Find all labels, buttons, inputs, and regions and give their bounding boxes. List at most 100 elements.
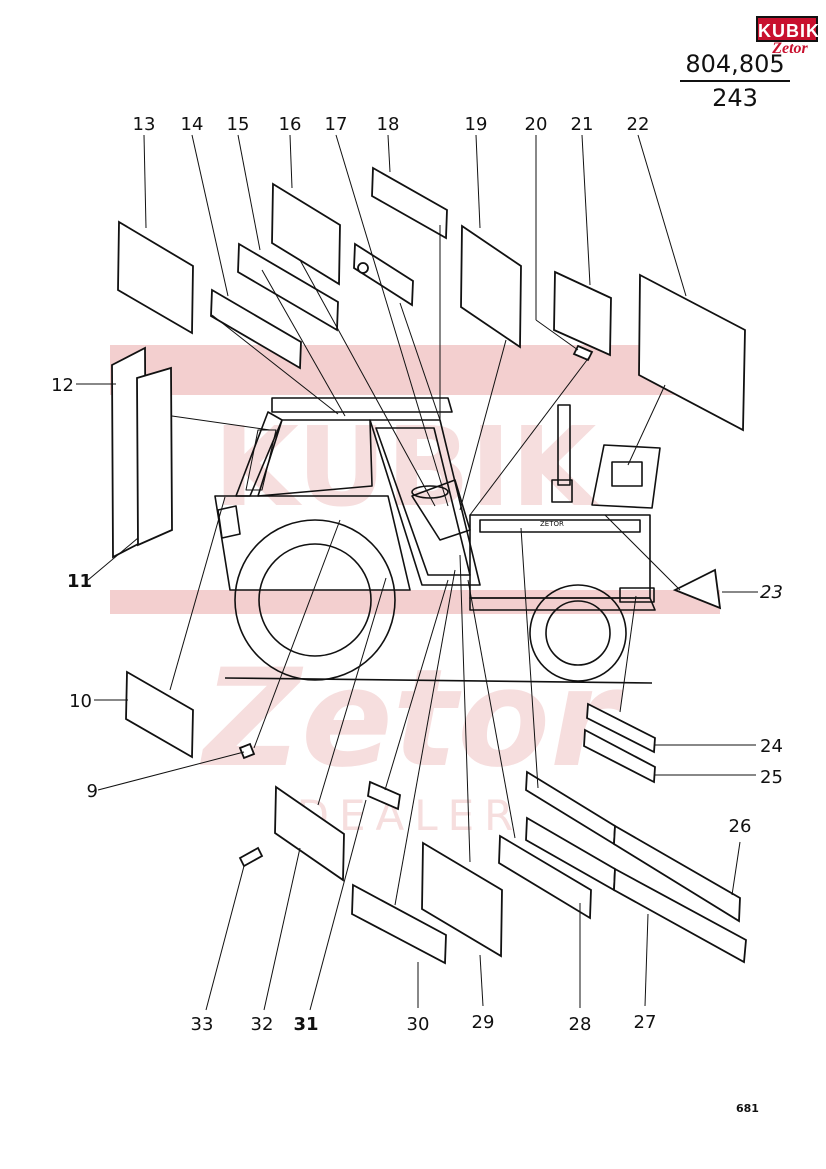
- open-window-decal: [611, 461, 643, 487]
- callout-25: 25: [760, 767, 783, 788]
- callout-19: 19: [465, 114, 488, 135]
- leader-28b: [467, 579, 516, 839]
- dealer-logo: KUBIK Zetor: [756, 16, 819, 60]
- callout-12: 12: [51, 375, 74, 396]
- exhaust-pipe: [557, 404, 571, 486]
- leader-21a: [581, 134, 591, 286]
- part-18-plate: [371, 166, 448, 240]
- callout-27: 27: [634, 1012, 657, 1033]
- leader-16a: [289, 134, 293, 189]
- part-28-plate: [498, 834, 592, 920]
- leader-14a: [191, 134, 229, 297]
- leader-31b: [384, 579, 449, 791]
- callout-18: 18: [377, 114, 400, 135]
- sheet-number: 243: [712, 84, 758, 112]
- leader-lines: [76, 134, 758, 1011]
- callout-11: 11: [67, 571, 92, 592]
- leader-24b: [619, 595, 637, 713]
- callout-16: 16: [279, 114, 302, 135]
- part-17-symbol-icon: [357, 262, 369, 274]
- air-filter: [551, 479, 573, 503]
- callout-31: 31: [293, 1014, 318, 1035]
- exploded-parts: [111, 166, 747, 965]
- leader-19a: [475, 134, 481, 229]
- leader-30b: [394, 569, 456, 906]
- part-30-strip: [351, 883, 447, 965]
- part-27-strip-front: [613, 867, 747, 964]
- part-25-strip: [583, 728, 656, 784]
- callout-32: 32: [251, 1014, 274, 1035]
- callout-23: 23: [760, 582, 783, 603]
- part-17-plate: [353, 242, 414, 307]
- leader-14b: [211, 314, 339, 415]
- callout-28: 28: [569, 1014, 592, 1035]
- callout-9: 9: [87, 781, 98, 802]
- part-33-bolt: [238, 846, 264, 868]
- part-14-plate: [210, 288, 302, 370]
- part-23-warning-triangle: [672, 568, 722, 610]
- leader-31a: [309, 799, 367, 1011]
- rear-wheel-outer: [234, 519, 396, 681]
- leader-11a: [171, 415, 271, 431]
- leader-18b: [399, 302, 441, 421]
- callout-13: 13: [133, 114, 156, 135]
- rear-fender: [214, 495, 411, 591]
- part-29-plate: [421, 841, 503, 958]
- rear-wheel-rim: [258, 543, 372, 657]
- leader-22b: [627, 384, 666, 466]
- leader-17: [335, 134, 449, 507]
- catalog-number: 804,805: [680, 50, 790, 82]
- part-16-plate: [271, 182, 341, 286]
- part-15-plate: [237, 242, 339, 332]
- callout-20: 20: [525, 114, 548, 135]
- leader-13: [143, 134, 147, 229]
- callout-29: 29: [472, 1012, 495, 1033]
- leader-11b: [87, 537, 139, 581]
- front-hitch: [619, 587, 655, 603]
- part-24-strip: [586, 702, 656, 754]
- part-10-plate: [125, 670, 194, 759]
- callout-labels: 9 10 11 12 13 14 15 16 17 18 19 20 21 22…: [51, 114, 783, 1035]
- leader-27: [644, 913, 649, 1007]
- leader-15b: [261, 269, 346, 417]
- leader-22a: [637, 134, 687, 297]
- watermark-text-zetor: Zetor: [199, 640, 624, 797]
- leader-29a: [479, 954, 484, 1007]
- leader-32a: [263, 847, 301, 1011]
- part-9-rivet: [238, 742, 256, 760]
- watermark-text-brand: KUBIK: [214, 403, 600, 531]
- callout-22: 22: [627, 114, 650, 135]
- part-31-light: [367, 780, 401, 811]
- callout-15: 15: [227, 114, 250, 135]
- cab-door: [369, 419, 481, 586]
- leader-9b: [253, 519, 341, 749]
- callout-33: 33: [191, 1014, 214, 1035]
- leader-26b: [520, 527, 539, 789]
- callout-26: 26: [729, 816, 752, 837]
- part-21-schedule-plate: [553, 270, 612, 357]
- leader-32b: [317, 577, 387, 806]
- open-cab-window: [591, 444, 661, 509]
- leader-20b: [535, 319, 579, 351]
- callout-10: 10: [69, 691, 92, 712]
- callout-14: 14: [181, 114, 204, 135]
- logo-brand-text: KUBIK: [756, 16, 819, 42]
- leader-9a: [97, 751, 245, 791]
- watermark-band-top: [110, 345, 720, 395]
- front-wheel-rim: [545, 600, 611, 666]
- part-32-plate: [274, 785, 345, 882]
- part-20-key: [572, 344, 594, 362]
- rear-light: [217, 505, 241, 539]
- steering-wheel: [411, 485, 449, 499]
- tractor-drawing: ZETOR: [214, 397, 661, 684]
- leader-19b: [459, 339, 507, 511]
- part-13-plate: [117, 220, 194, 335]
- callout-17: 17: [325, 114, 348, 135]
- leader-33: [205, 865, 245, 1011]
- leader-15a: [237, 134, 261, 251]
- part-11-strip: [136, 366, 173, 547]
- ground-line: [224, 677, 653, 684]
- page-number: 681: [736, 1102, 759, 1115]
